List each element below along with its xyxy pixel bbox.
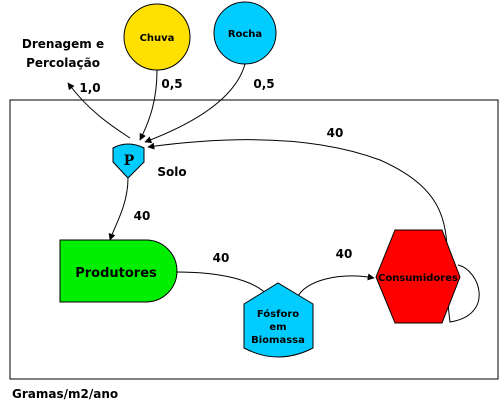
flow-fosforo-consumidores-path: [296, 273, 375, 299]
rocha-label: Rocha: [228, 29, 262, 40]
flow-drenagem-path: [67, 82, 131, 139]
drenagem-label-line1: Drenagem e: [22, 37, 104, 51]
flow-fosforo-consumidores-value: 40: [336, 247, 353, 261]
produtores-label: Produtores: [75, 266, 157, 281]
flow-rocha-path: [144, 63, 246, 144]
flow-produtores-fosforo-value: 40: [213, 251, 230, 265]
flow-produtores-fosforo-path: [175, 271, 271, 299]
consumidores-label: Consumidores: [378, 273, 458, 284]
fosforo-label-line2: em: [269, 322, 286, 333]
units-caption: Gramas/m2/ano: [12, 387, 118, 401]
flow-solo-produtores-value: 40: [134, 209, 151, 223]
produtores-node: [59, 239, 178, 303]
consumidores-node: [375, 229, 461, 324]
flow-solo-produtores-path: [108, 177, 129, 241]
chuva-label: Chuva: [140, 33, 175, 44]
drenagem-label-line2: Percolação: [26, 56, 100, 70]
solo-label: Solo: [157, 165, 186, 179]
flow-retorno-path: [147, 139, 480, 323]
flow-rocha-value: 0,5: [253, 77, 274, 91]
flow-chuva-path: [139, 69, 158, 141]
system-boundary: [9, 99, 499, 380]
fosforo-biomassa-storage: [243, 282, 314, 358]
fosforo-label-line3: Biomassa: [251, 335, 305, 346]
flow-drenagem-value: 1,0: [79, 81, 100, 95]
flow-retorno-value: 40: [327, 126, 344, 140]
solo-storage: [112, 143, 145, 179]
flow-chuva-value: 0,5: [161, 77, 182, 91]
fosforo-label-line1: Fósforo: [257, 308, 299, 320]
solo-symbol: P: [124, 153, 135, 169]
